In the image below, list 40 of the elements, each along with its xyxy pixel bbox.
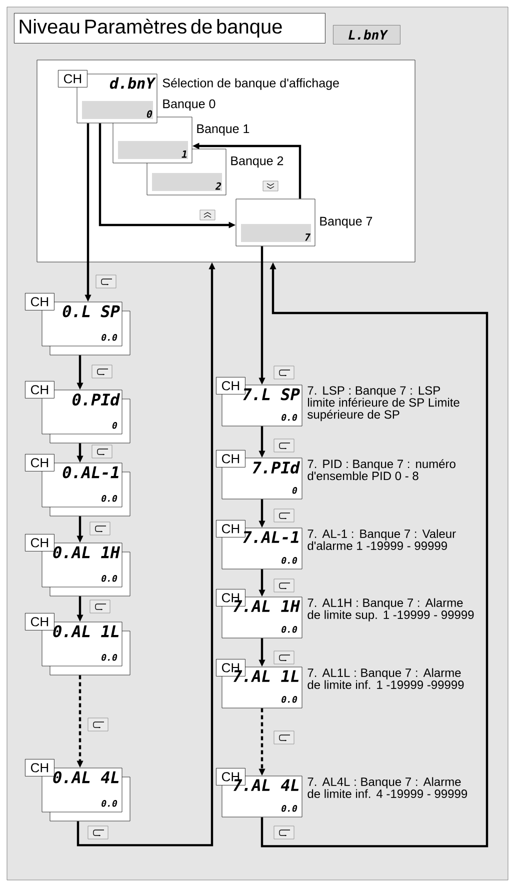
description: 7. AL1H : Banque 7 : Alarme de limite sup. 1 -19999 - 99999 — [308, 598, 474, 622]
ch-tag: CH — [216, 450, 246, 468]
bank-label: Banque 1 — [197, 124, 250, 136]
display-value: 0.0 — [282, 414, 298, 421]
display-value: 2 — [215, 182, 222, 190]
display-readout: 7.L SP — [243, 388, 300, 400]
description: Sélection de banque d'affichage — [162, 78, 339, 90]
display-value: 7 — [305, 234, 310, 241]
bank-label: Banque 2 — [231, 156, 284, 168]
description: Banque 0 — [163, 99, 216, 111]
description: 7. AL1L : Banque 7 : Alarme de limite inf. 1 -19999 -99999 — [308, 668, 464, 690]
description: 7. AL-1 : Banque 7 : Valeur d'alarme 1 -19999 - 99999 — [308, 529, 456, 550]
ch-tag: CH — [25, 454, 54, 472]
display-value: 0.0 — [282, 805, 298, 812]
display-value: 0 — [292, 487, 298, 494]
display-readout: 7.AL 1H — [234, 600, 300, 612]
display-readout: L.bnY — [333, 25, 400, 44]
description: 7. LSP : Banque 7 : LSP limite inférieure de SP Limite supérieure de SP — [308, 386, 460, 422]
ch-tag: CH — [25, 381, 54, 398]
title-box: Niveau Paramètres de banque — [14, 13, 326, 44]
display-value: 0.0 — [282, 626, 298, 633]
display-value: 0.0 — [282, 557, 298, 564]
bank-label: Banque 7 — [320, 216, 372, 228]
description: 7. PID : Banque 7 : numéro d'ensemble PID 0 - 8 — [308, 459, 456, 480]
ch-tag: CH — [58, 70, 88, 88]
ch-tag: CH — [216, 377, 246, 394]
display-readout: d.bnY — [110, 77, 156, 89]
display-readout: 7.AL 4L — [234, 779, 299, 791]
display-readout: 7.AL 1L — [234, 670, 299, 682]
description: 7. AL4L : Banque 7 : Alarme de limite inf. 4 -19999 - 99999 — [308, 777, 468, 798]
display-readout: 7.PId — [252, 461, 300, 474]
ch-tag: CH — [25, 613, 54, 630]
display-value: 1 — [182, 150, 187, 158]
ch-tag: CH — [216, 520, 246, 538]
ch-tag: CH — [25, 293, 54, 310]
ch-tag: CH — [25, 759, 54, 776]
display-value: 0.0 — [282, 696, 298, 703]
ch-tag: CH — [25, 534, 54, 552]
display-value: 0 — [146, 110, 152, 118]
display-readout: 7.AL-1 — [243, 531, 298, 543]
